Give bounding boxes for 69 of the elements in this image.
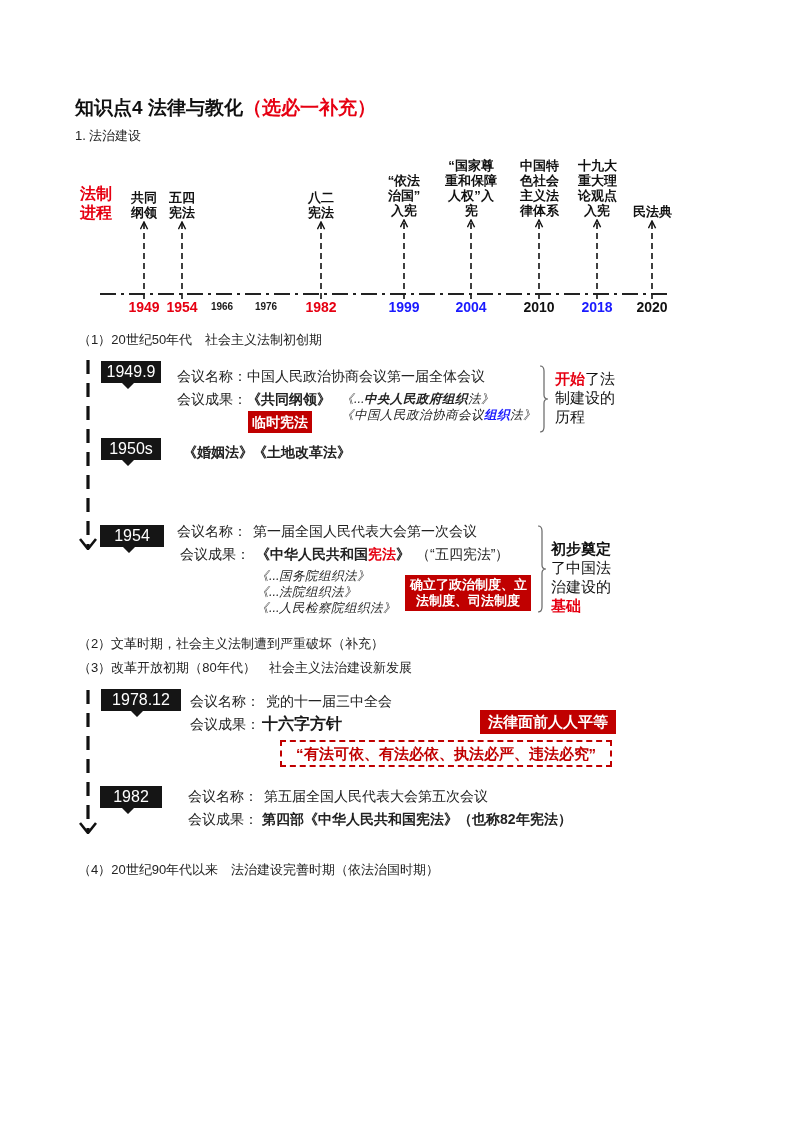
side-note: 开始了法制建设的历程: [555, 369, 616, 426]
page-title: 知识点4 法律与教化: [75, 96, 243, 120]
dashed-note-box: “有法可依、有法必依、执法必严、违法必究”: [280, 740, 612, 767]
document-title: 第四部《中华人民共和国宪法》（也称82年宪法）: [262, 811, 572, 829]
law-titles: 《婚姻法》《土地改革法》: [183, 444, 351, 462]
date-tag: 1954: [100, 525, 164, 553]
date-tag: 1978.12: [101, 689, 181, 717]
period-heading: （4）20世纪90年代以来 法治建设完善时期（依法治国时期）: [78, 862, 440, 879]
arrow: [316, 221, 326, 300]
field-label: 会议名称：: [177, 523, 247, 541]
year-label: 1954: [164, 299, 200, 315]
supplement-note: （补充）: [332, 636, 385, 653]
period-heading: （3）改革开放初期（80年代） 社会主义法治建设新发展: [78, 660, 412, 677]
event-label: 民法典: [628, 204, 676, 219]
period-heading: （2）文革时期，社会主义法制遭到严重破坏: [78, 636, 333, 653]
arrow: [647, 220, 657, 300]
highlight-box: 法律面前人人平等: [480, 710, 616, 734]
guideline-title: 十六字方针: [262, 714, 342, 734]
date-tag: 1950s: [101, 438, 161, 466]
alias-note: （“五四宪法”）: [416, 546, 510, 564]
highlight-box: 确立了政治制度、立法制度、司法制度: [405, 575, 531, 611]
side-note: 初步奠定了中国法治建设的基础: [551, 539, 612, 615]
law-title: 《...中央人民政府组织法》: [341, 392, 495, 408]
arrow: [534, 219, 544, 300]
arrow: [592, 219, 602, 300]
highlight-box: 临时宪法: [248, 411, 312, 433]
section-heading: 1. 法治建设: [75, 128, 142, 145]
year-label: 1976: [253, 301, 279, 314]
date-tag: 1982: [100, 786, 162, 814]
meeting-name: 中国人民政治协商会议第一届全体会议: [247, 368, 485, 386]
timeline-title: 法制进程: [80, 184, 113, 222]
year-label: 1999: [386, 299, 422, 315]
document-title: 《共同纲领》: [247, 391, 331, 409]
event-label: “依法治国”入宪: [384, 173, 424, 218]
meeting-name: 党的十一届三中全会: [266, 693, 392, 711]
arrow: [177, 221, 187, 300]
event-label: 中国特色社会主义法律体系: [518, 158, 560, 218]
title-suffix: （选必一补充）: [242, 96, 376, 120]
law-title: 《中国人民政治协商会议组织法》: [341, 408, 536, 424]
field-label: 会议成果：: [188, 811, 258, 829]
event-label: 共同纲领: [129, 190, 159, 220]
field-label: 会议成果：: [177, 391, 247, 409]
arrow: [399, 219, 409, 300]
field-label: 会议成果：: [180, 546, 250, 564]
event-label: 十九大重大理论观点入宪: [576, 158, 618, 218]
year-label: 1966: [209, 301, 235, 314]
field-label: 会议名称：: [188, 788, 258, 806]
date-tag: 1949.9: [101, 361, 161, 389]
year-label: 2018: [579, 299, 615, 315]
event-label: 八二宪法: [306, 190, 336, 220]
field-label: 会议名称：: [190, 693, 260, 711]
field-label: 会议成果：: [190, 716, 260, 734]
event-label: “国家尊重和保障人权”入宪: [444, 158, 498, 218]
event-label: 五四宪法: [167, 190, 197, 220]
year-label: 2010: [521, 299, 557, 315]
law-title: 《...法院组织法》: [256, 585, 358, 601]
document-title: 《中华人民共和国宪法》: [256, 546, 410, 564]
year-label: 1949: [126, 299, 162, 315]
year-label: 1982: [303, 299, 339, 315]
field-label: 会议名称：: [177, 368, 247, 386]
arrow: [139, 221, 149, 300]
arrow: [466, 219, 476, 300]
year-label: 2020: [634, 299, 670, 315]
year-label: 2004: [453, 299, 489, 315]
law-title: 《...国务院组织法》: [256, 569, 371, 585]
meeting-name: 第五届全国人民代表大会第五次会议: [264, 788, 488, 806]
period-heading: （1）20世纪50年代 社会主义法制初创期: [78, 332, 323, 349]
meeting-name: 第一届全国人民代表大会第一次会议: [253, 523, 477, 541]
law-title: 《...人民检察院组织法》: [256, 601, 397, 617]
